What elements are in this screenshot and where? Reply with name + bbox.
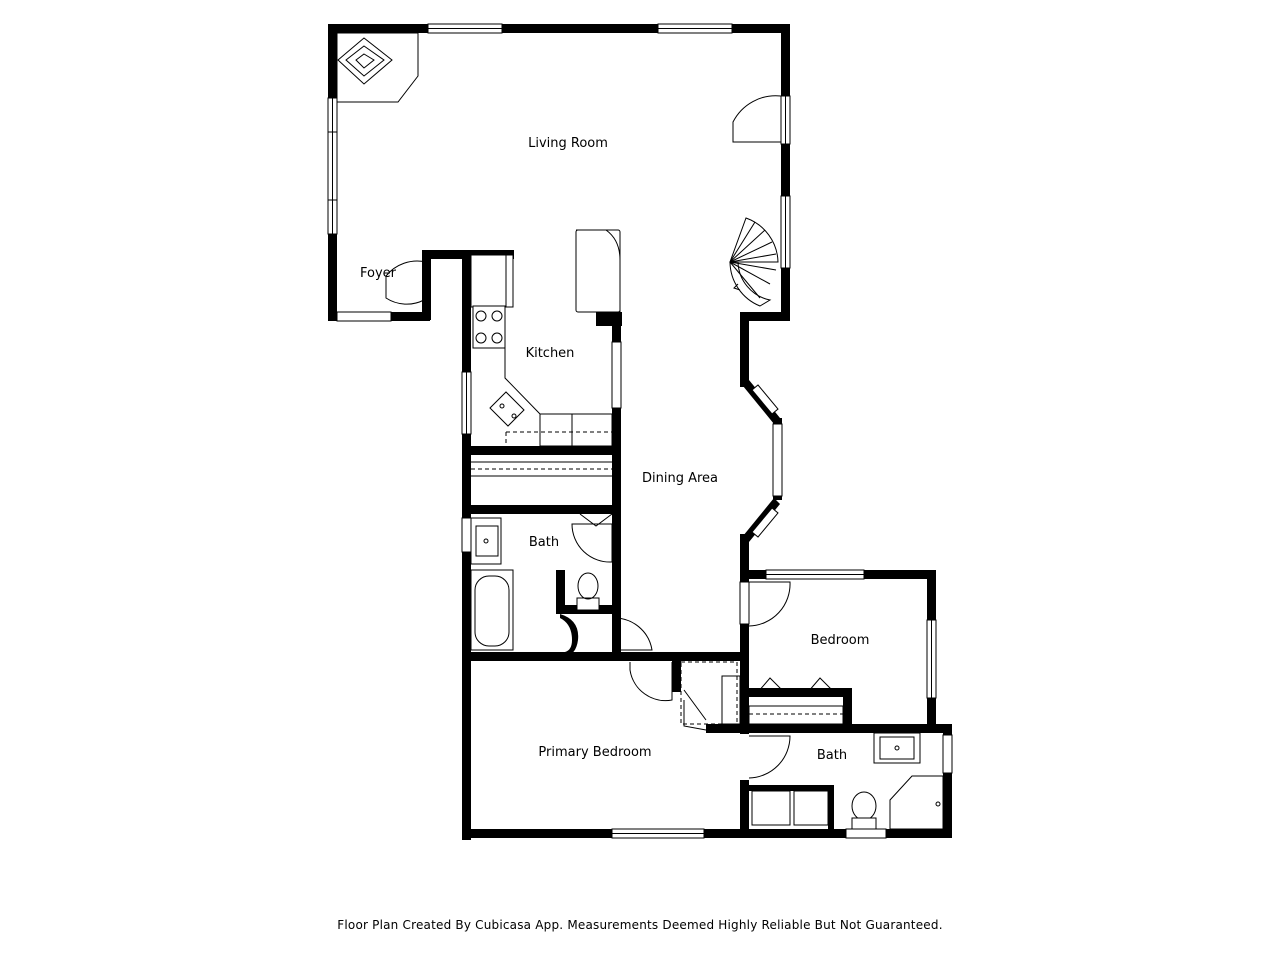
walls — [328, 24, 952, 840]
room-label-living-room: Living Room — [528, 136, 608, 151]
bedroom-closet — [748, 677, 844, 725]
room-label-dining-area: Dining Area — [642, 471, 718, 486]
room-labels: Living Room Foyer Kitchen Dining Area Ba… — [360, 136, 869, 763]
fireplace — [336, 32, 419, 103]
spiral-stairs — [729, 217, 779, 307]
room-label-bath-upper: Bath — [529, 535, 559, 550]
hall-closet — [471, 461, 612, 477]
kitchen-fixtures — [470, 229, 621, 447]
room-label-bath-lower: Bath — [817, 748, 847, 763]
primary-closet — [680, 661, 741, 725]
room-label-foyer: Foyer — [360, 266, 397, 281]
room-label-kitchen: Kitchen — [526, 346, 575, 361]
windows — [327, 23, 953, 839]
footer-disclaimer: Floor Plan Created By Cubicasa App. Meas… — [337, 918, 943, 932]
room-label-primary-bedroom: Primary Bedroom — [538, 745, 651, 760]
bath-fixtures-upper — [470, 517, 600, 651]
bath-fixtures-lower — [751, 732, 944, 830]
doors — [385, 95, 791, 779]
room-label-bedroom: Bedroom — [811, 633, 870, 648]
